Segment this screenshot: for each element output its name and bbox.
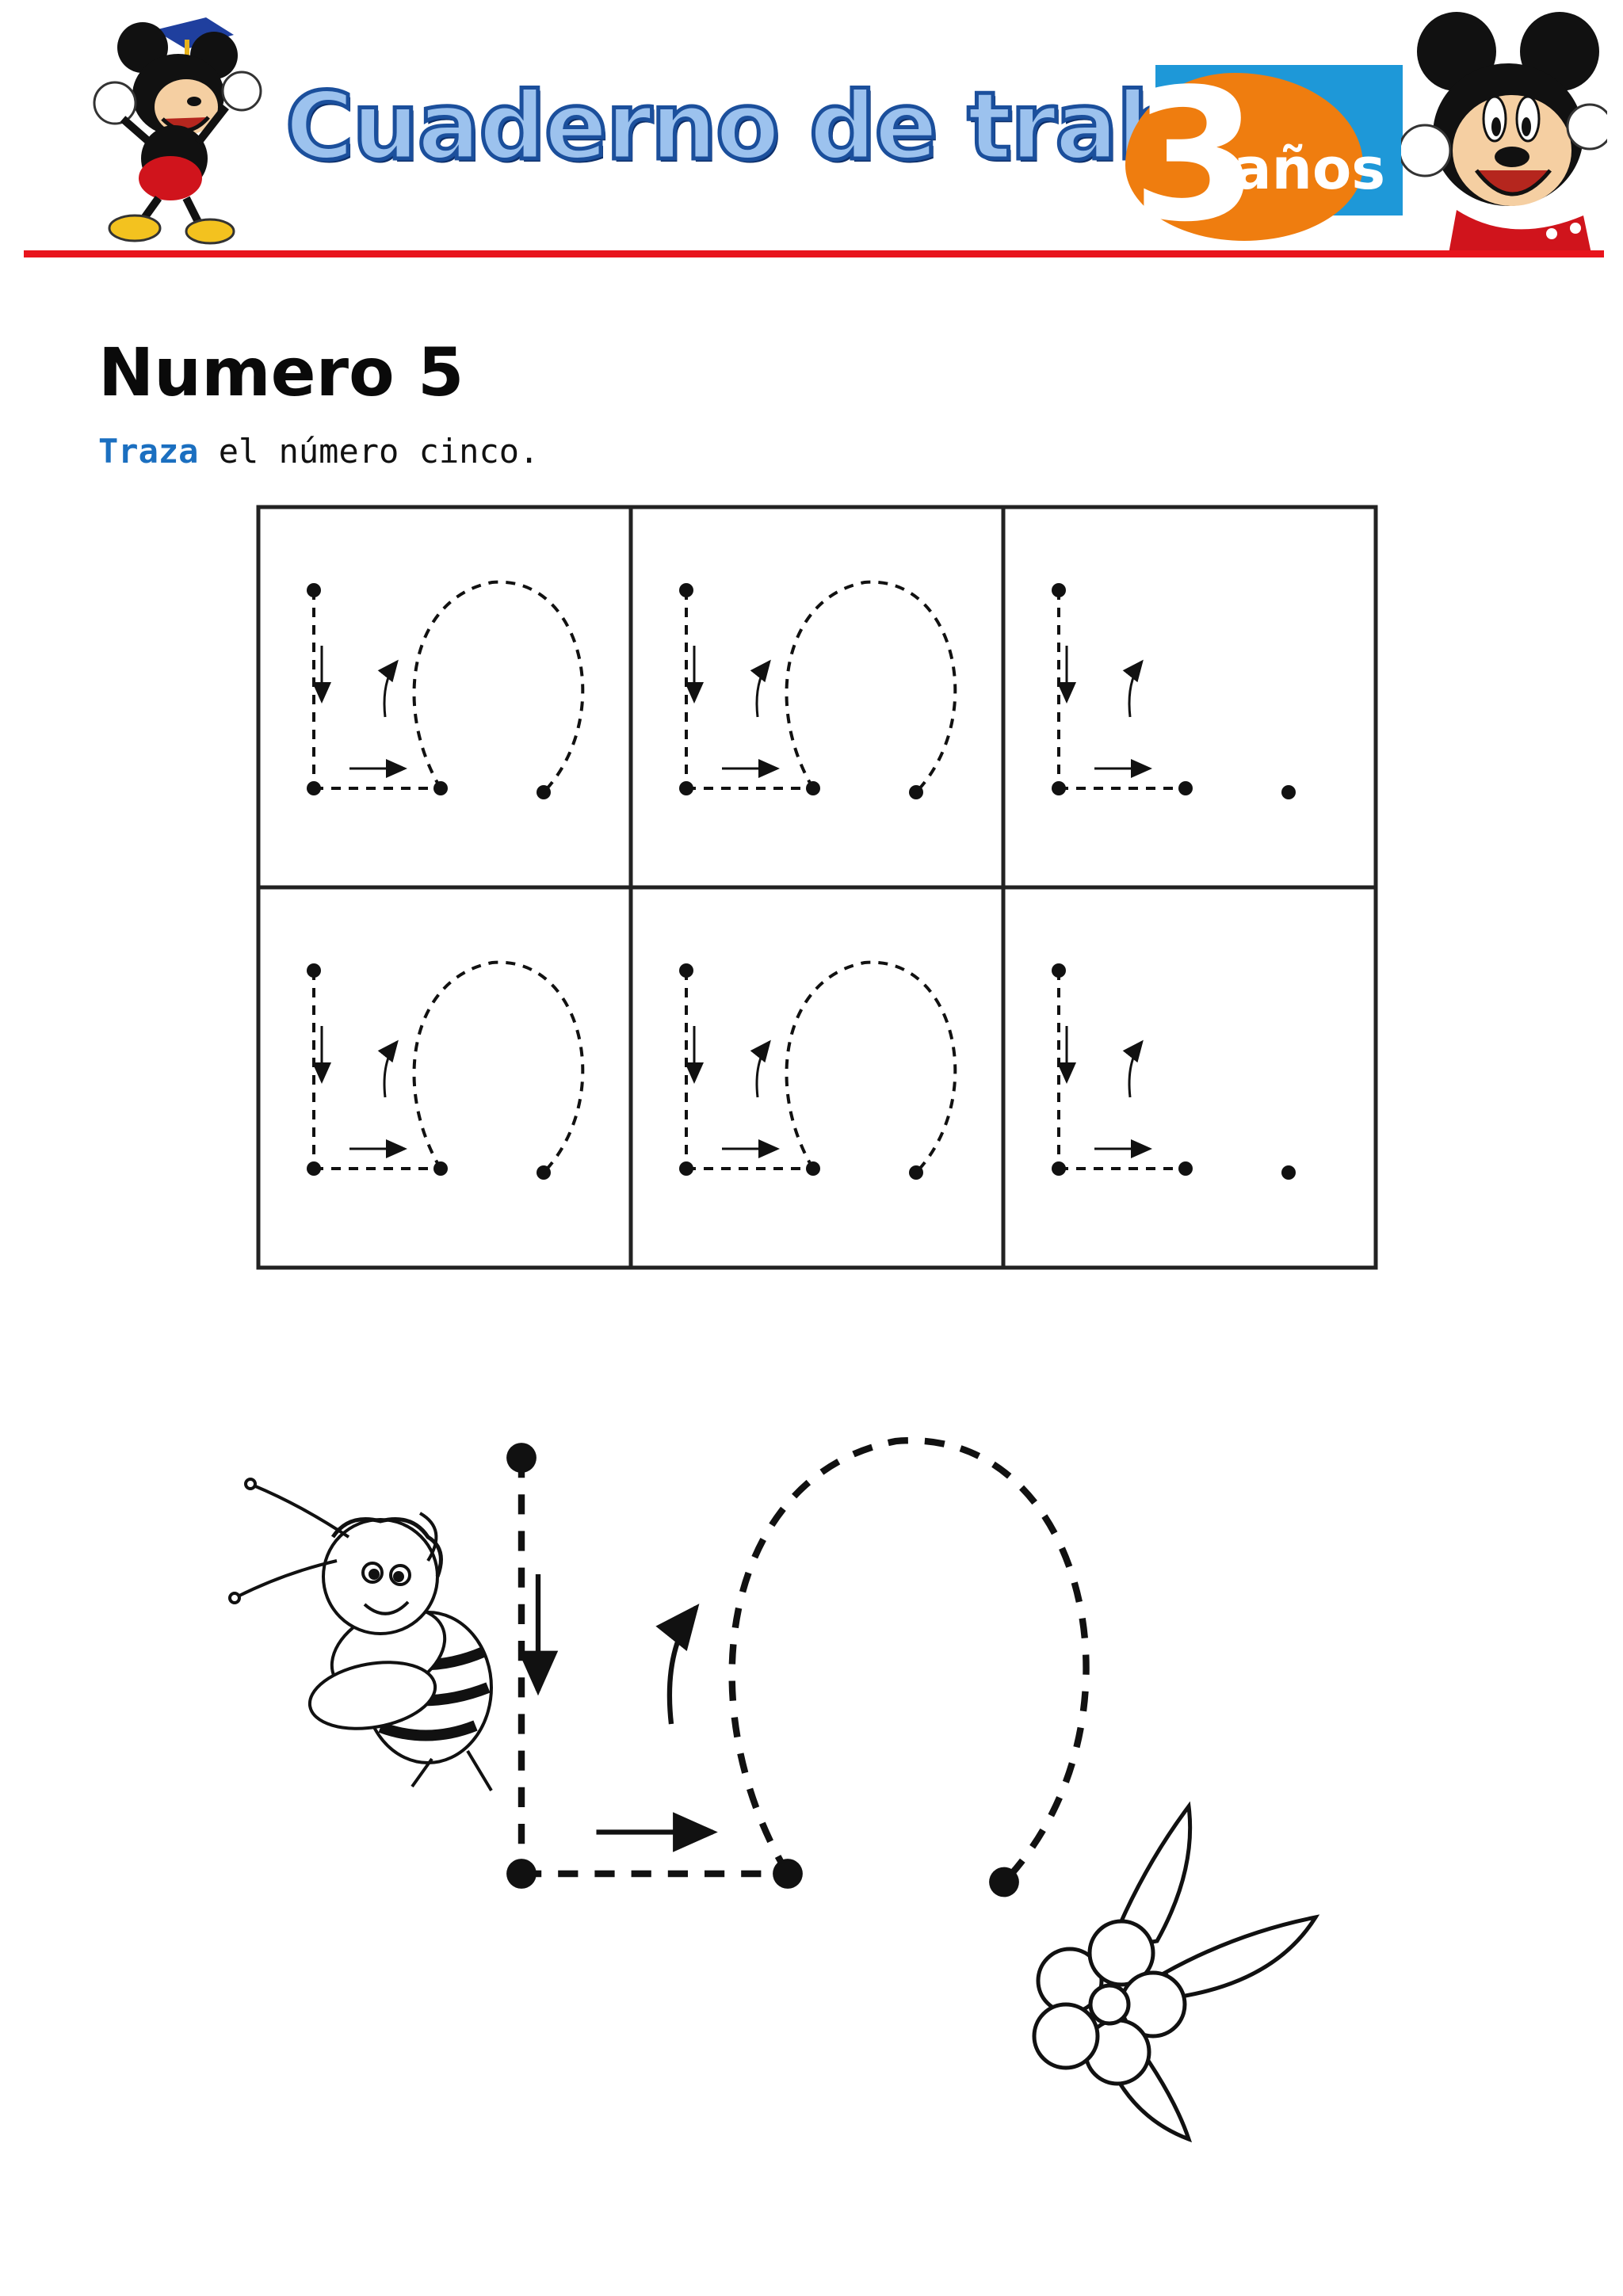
start-dot	[1052, 583, 1066, 597]
end-dot	[909, 1165, 923, 1180]
end-dot	[909, 785, 923, 799]
grid-cell	[679, 580, 957, 799]
end-dot	[1281, 1165, 1296, 1180]
curve-start-dot	[1178, 781, 1193, 795]
curve-arrow	[1122, 1039, 1144, 1098]
end-dot	[537, 1165, 551, 1180]
corner-dot	[1052, 781, 1066, 795]
loop-stroke	[785, 960, 957, 1174]
five-guide-full	[506, 1436, 1090, 1897]
practice-grid	[256, 505, 1378, 1270]
age-badge-blob	[1125, 73, 1363, 241]
curve-arrow	[1122, 659, 1144, 718]
grid-cell	[307, 960, 585, 1180]
age-badge-number: 3	[1132, 51, 1259, 262]
page-title: Numero 5	[98, 334, 464, 411]
curve-start-dot	[433, 1161, 448, 1176]
curve-arrow	[655, 1604, 700, 1725]
grid-cell	[1052, 963, 1296, 1180]
curve-start-dot	[806, 1161, 820, 1176]
age-badge-word: años	[1233, 135, 1386, 202]
instruction-line: Traza el número cinco.	[98, 428, 539, 475]
grid-cell	[1052, 583, 1296, 799]
large-trace-area	[506, 1436, 1090, 1897]
grid-cell	[679, 960, 957, 1180]
end-dot	[1281, 785, 1296, 799]
bee-icon	[228, 1478, 493, 1792]
loop-stroke	[412, 960, 585, 1174]
start-dot	[1052, 963, 1066, 978]
loop-stroke	[728, 1436, 1090, 1885]
start-dot	[679, 963, 693, 978]
curve-start-dot	[433, 781, 448, 795]
five-guide-full	[307, 960, 585, 1180]
start-dot	[307, 583, 321, 597]
end-dot	[537, 785, 551, 799]
curve-start-dot	[773, 1859, 803, 1889]
loop-stroke	[785, 580, 957, 794]
page-header: Cuaderno de trabajo 3 años	[0, 0, 1623, 261]
mickey-graduate-icon	[93, 17, 262, 245]
five-guide-full	[679, 580, 957, 799]
instruction-text: el número cinco.	[218, 432, 540, 471]
corner-dot	[679, 781, 693, 795]
grid-cell	[307, 580, 585, 799]
five-guide-partial	[1052, 583, 1296, 799]
corner-dot	[1052, 1161, 1066, 1176]
mickey-waving-icon	[1401, 12, 1607, 254]
start-dot	[506, 1443, 537, 1473]
start-dot	[307, 963, 321, 978]
five-guide-partial	[1052, 963, 1296, 1180]
start-dot	[679, 583, 693, 597]
header-divider	[24, 250, 1604, 257]
curve-start-dot	[1178, 1161, 1193, 1176]
curve-arrow	[750, 1039, 771, 1098]
end-dot	[989, 1867, 1019, 1897]
corner-dot	[307, 781, 321, 795]
five-guide-full	[307, 580, 585, 799]
corner-dot	[679, 1161, 693, 1176]
loop-stroke	[412, 580, 585, 794]
curve-arrow	[377, 659, 399, 718]
five-guide-full	[679, 960, 957, 1180]
flower-icon	[1032, 1801, 1320, 2143]
instruction-verb: Traza	[98, 432, 199, 471]
curve-arrow	[377, 1039, 399, 1098]
corner-dot	[506, 1859, 537, 1889]
curve-start-dot	[806, 781, 820, 795]
corner-dot	[307, 1161, 321, 1176]
curve-arrow	[750, 659, 771, 718]
